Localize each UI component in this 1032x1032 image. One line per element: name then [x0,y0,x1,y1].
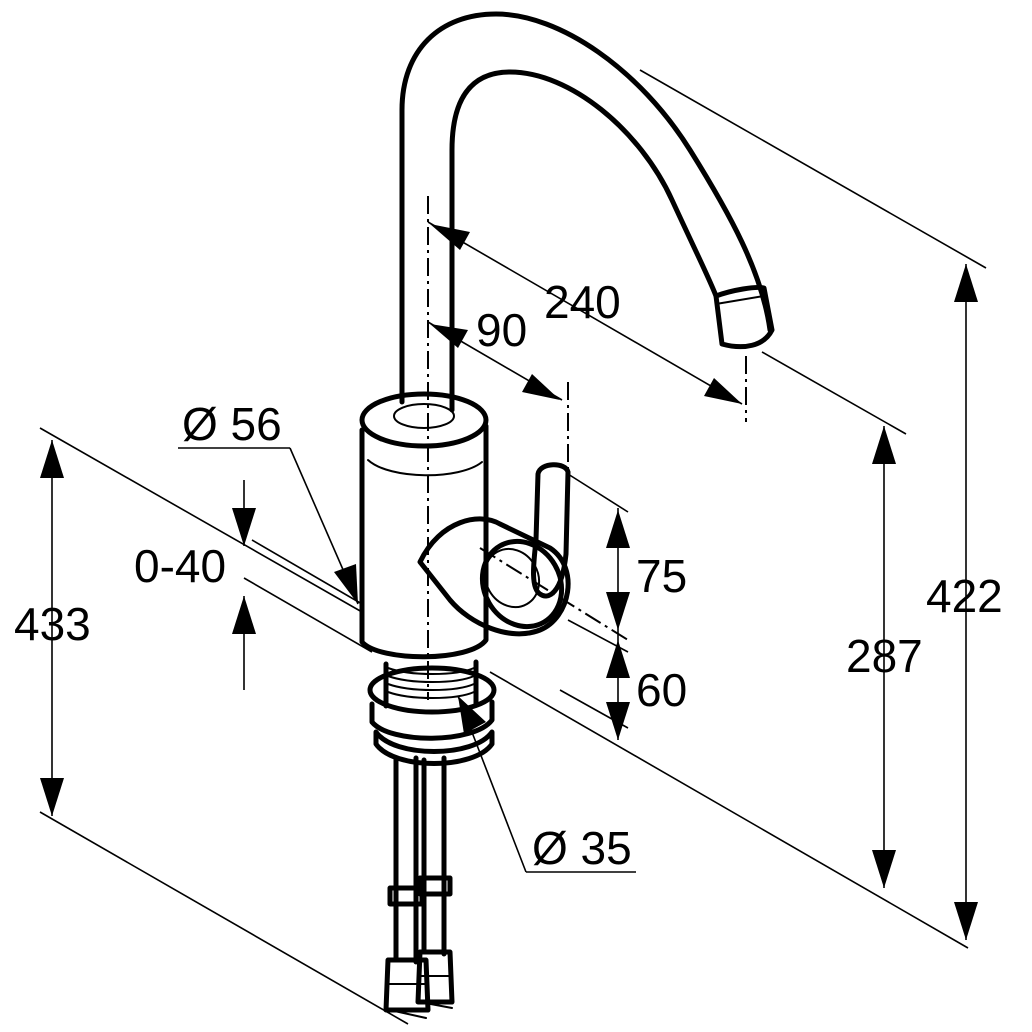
arrow-56-leader [334,564,358,604]
arrow-60-bottom [606,702,630,740]
supply-hoses [383,755,455,1019]
arrow-422-bottom [954,902,978,940]
arrow-75-top [606,510,630,548]
spout-outlet [713,285,775,350]
label-diameter-56: Ø 56 [182,398,282,450]
label-0-40: 0-40 [134,540,226,592]
arrow-35-leader [458,696,486,734]
label-433: 433 [14,598,91,650]
label-90: 90 [476,304,527,356]
extension-lines [39,69,987,1025]
label-240: 240 [544,276,621,328]
arrow-287-top [872,426,896,464]
arrow-287-bottom [872,850,896,888]
label-diameter-35: Ø 35 [532,822,632,874]
arrow-75-bottom [606,592,630,630]
arrow-90-end [522,374,560,400]
arrow-433-top [40,440,64,478]
arrow-240-start [430,224,470,250]
handle-lever [531,462,571,599]
label-422: 422 [926,570,1003,622]
arrow-0-40-bottom [232,596,256,634]
mounting-thread [383,659,479,709]
arrow-433-bottom [40,778,64,816]
spout-inner [449,69,719,413]
arrow-422-top [954,264,978,302]
arrow-240-end [704,378,742,404]
label-75: 75 [636,550,687,602]
arrowheads [40,224,978,940]
arrow-60-top [606,640,630,678]
handle-hub [417,516,571,637]
arrow-0-40-top [232,508,256,546]
arrow-90-start [430,324,468,348]
mounting-nut [369,699,495,741]
spout-outer [399,11,773,405]
label-287: 287 [846,630,923,682]
faucet-body [359,11,775,1019]
label-60: 60 [636,664,687,716]
body-cylinder [359,423,489,660]
dimension-labels: 240 90 Ø 56 0-40 433 75 60 Ø 35 287 422 [14,276,1003,874]
centre-lines [427,196,747,700]
